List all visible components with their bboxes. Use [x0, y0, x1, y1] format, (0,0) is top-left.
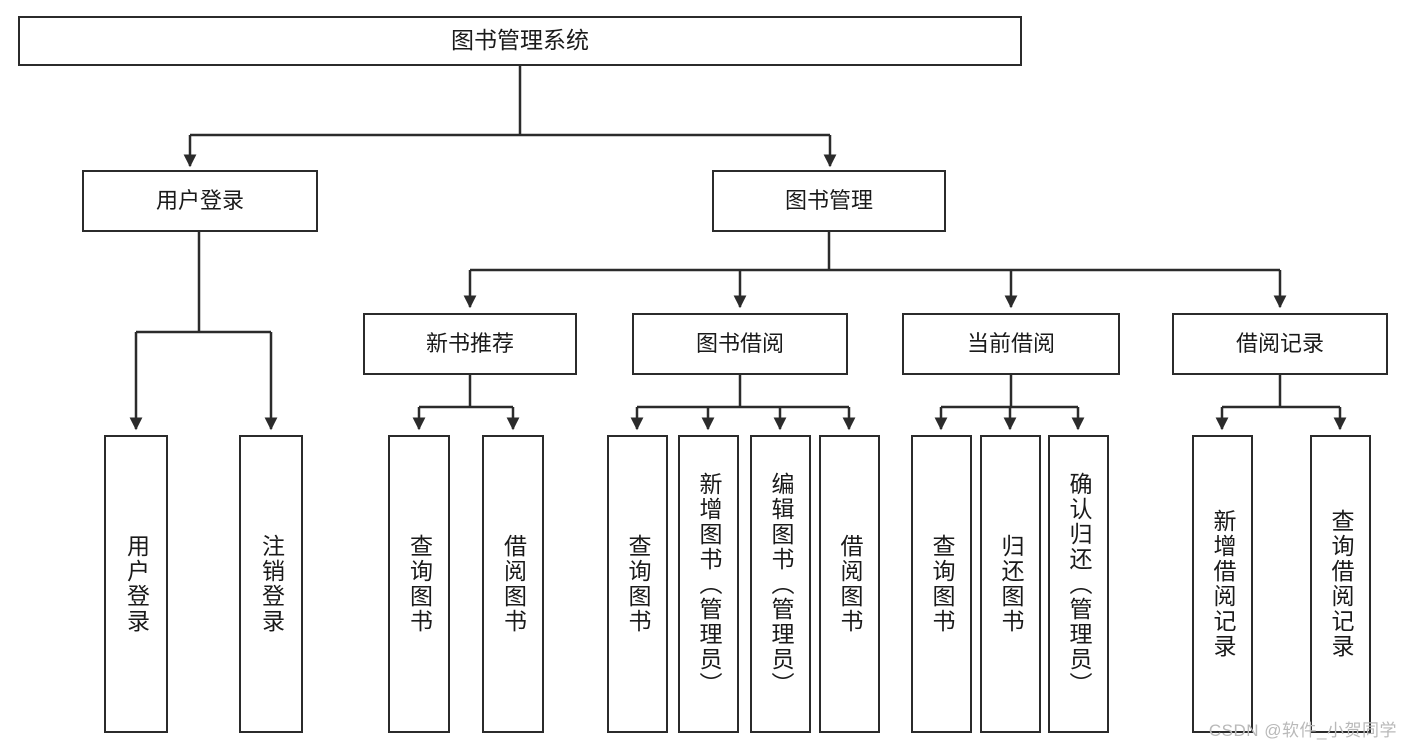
- node-label: 用户登录: [123, 534, 150, 634]
- node-label: 查询借阅记录: [1328, 509, 1354, 659]
- node-label: 图书借阅: [695, 331, 784, 357]
- leaf-borrow-book-newbook[interactable]: 借阅图书: [482, 435, 544, 733]
- node-label: 编辑图书（管理员）: [768, 471, 794, 697]
- leaf-borrow-book[interactable]: 借阅图书: [819, 435, 880, 733]
- leaf-add-borrow-record[interactable]: 新增借阅记录: [1192, 435, 1253, 733]
- node-user-login[interactable]: 用户登录: [82, 170, 318, 232]
- node-label: 当前借阅: [966, 331, 1055, 357]
- node-label: 借阅图书: [837, 534, 863, 634]
- leaf-query-borrow-record[interactable]: 查询借阅记录: [1310, 435, 1371, 733]
- node-label: 图书管理系统: [451, 27, 589, 54]
- leaf-edit-book-admin[interactable]: 编辑图书（管理员）: [750, 435, 811, 733]
- leaf-user-login[interactable]: 用户登录: [104, 435, 168, 733]
- node-current-borrow[interactable]: 当前借阅: [902, 313, 1120, 375]
- node-book-borrow[interactable]: 图书借阅: [632, 313, 848, 375]
- node-book-management-system[interactable]: 图书管理系统: [18, 16, 1022, 66]
- node-new-book-recommend[interactable]: 新书推荐: [363, 313, 577, 375]
- node-label: 借阅记录: [1235, 331, 1324, 357]
- node-label: 注销登录: [258, 534, 285, 634]
- node-label: 用户登录: [155, 188, 244, 214]
- node-book-management[interactable]: 图书管理: [712, 170, 946, 232]
- node-borrow-record[interactable]: 借阅记录: [1172, 313, 1388, 375]
- node-label: 图书管理: [784, 188, 873, 214]
- node-label: 查询图书: [929, 534, 955, 634]
- node-label: 确认归还（管理员）: [1066, 471, 1092, 697]
- node-label: 归还图书: [998, 534, 1024, 634]
- leaf-logout-login[interactable]: 注销登录: [239, 435, 303, 733]
- leaf-confirm-return-admin[interactable]: 确认归还（管理员）: [1048, 435, 1109, 733]
- leaf-query-book-borrow[interactable]: 查询图书: [607, 435, 668, 733]
- leaf-add-book-admin[interactable]: 新增图书（管理员）: [678, 435, 739, 733]
- leaf-query-book-newbook[interactable]: 查询图书: [388, 435, 450, 733]
- node-label: 新书推荐: [425, 331, 514, 357]
- node-label: 借阅图书: [500, 534, 527, 634]
- leaf-query-book-current[interactable]: 查询图书: [911, 435, 972, 733]
- node-label: 新增借阅记录: [1210, 509, 1236, 659]
- node-label: 查询图书: [406, 534, 433, 634]
- node-label: 查询图书: [625, 534, 651, 634]
- leaf-return-book[interactable]: 归还图书: [980, 435, 1041, 733]
- node-label: 新增图书（管理员）: [696, 471, 722, 697]
- watermark: CSDN @软件_小贺同学: [1208, 721, 1397, 740]
